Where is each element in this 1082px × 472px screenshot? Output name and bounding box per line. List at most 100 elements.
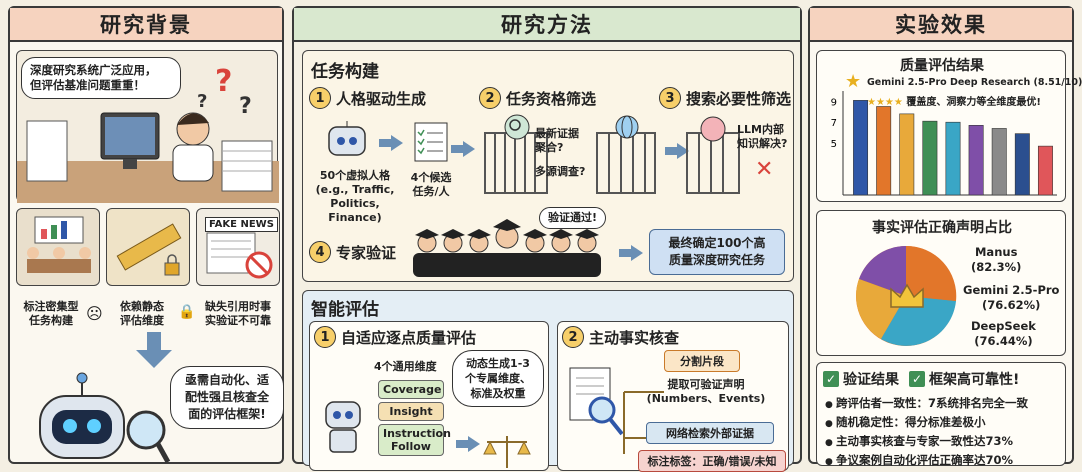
- pie-label-name: Manus: [974, 245, 1018, 259]
- results-column: 实验效果 质量评估结果 Gemini 2.5-Pro Deep Research…: [808, 6, 1082, 467]
- no-entry-icon: [206, 232, 273, 279]
- step-label: 任务资格筛选: [506, 89, 597, 108]
- verify-bullets: 跨评估者一致性：7系统排名完全一致 随机稳定性：得分标准差极小 主动事实核查与专…: [825, 395, 1028, 471]
- fake-news-text: FAKE NEWS: [205, 217, 278, 232]
- svg-text:?: ?: [239, 94, 252, 119]
- cross-icon: ✕: [755, 157, 774, 182]
- step-number: 2: [562, 326, 584, 348]
- robot-magnifier-icon: [39, 372, 171, 464]
- results-title: 实验效果: [810, 8, 1072, 42]
- quality-chart-panel: 质量评估结果 Gemini 2.5-Pro Deep Research (8.5…: [816, 50, 1082, 202]
- solution-bubble: 亟需自动化、适 配性强且核查全 面的评估框架!: [170, 366, 284, 429]
- robot-icon: [328, 121, 366, 156]
- pie-label-name: DeepSeek: [971, 319, 1036, 333]
- experts-group-icon: [413, 219, 601, 277]
- step-label: 人格驱动生成: [336, 89, 427, 108]
- top-system-note: ★★★★ 覆盖度、洞察力等全维度最优!: [867, 93, 1041, 108]
- bar: [853, 100, 869, 196]
- problem-bubble: 深度研究系统广泛应用， 但评估基准问题重重！: [21, 57, 181, 99]
- pie-label-name: Gemini 2.5-Pro: [963, 283, 1060, 297]
- star-badge-icon: ★: [845, 71, 862, 92]
- top-note-text: 覆盖度、洞察力等全维度最优!: [906, 97, 1041, 108]
- question-llm: LLM内部 知识解决?: [737, 123, 788, 150]
- search-step: 网络检索外部证据: [646, 422, 774, 444]
- dims-label: 4个通用维度: [374, 360, 437, 373]
- pie-label-value: (76.44%): [974, 334, 1033, 348]
- step-factcheck: 2 主动事实核查: [562, 326, 679, 348]
- step-number: 3: [659, 87, 681, 109]
- step-pointwise: 1 自适应逐点质量评估: [314, 326, 476, 348]
- background-title: 研究背景: [10, 8, 282, 42]
- document-search-icon: [569, 367, 624, 436]
- bar: [1037, 145, 1053, 196]
- fact-pie-panel: 事实评估正确声明占比 Manus (82.3%) Gemini 2.5-Pro …: [816, 210, 1066, 356]
- bar: [899, 113, 915, 196]
- step-number: 1: [309, 87, 331, 109]
- final-task-box: 最终确定100个高 质量深度研究任务: [649, 229, 785, 275]
- issue-label-annotation: 标注密集型 任务构建: [23, 300, 79, 327]
- pie-label-manus: Manus (82.3%): [971, 245, 1021, 275]
- step-persona: 1 人格驱动生成: [309, 87, 426, 109]
- pie-label-deepseek: DeepSeek (76.44%): [971, 319, 1036, 349]
- bar: [876, 106, 892, 196]
- issue-item-annotation: 标注密集型 任务构建 ☹: [16, 208, 103, 328]
- svg-text:?: ?: [197, 91, 207, 112]
- question-multisource: 多源调查?: [535, 165, 586, 178]
- bar: [991, 128, 1007, 196]
- svg-text:?: ?: [215, 64, 232, 99]
- pointwise-eval-panel: 1 自适应逐点质量评估 4个通用维度 Coverage Insight Inst…: [309, 321, 549, 471]
- step-label: 主动事实核查: [589, 328, 680, 347]
- bar: [922, 120, 938, 196]
- step-number: 4: [309, 241, 331, 263]
- bullet-item: 主动事实核查与专家一致性达73%: [825, 433, 1028, 452]
- researcher-illustration: ? ? ?: [17, 64, 279, 203]
- researcher-scene: ? ? ? 深度研究系统广泛应用， 但评估基准问题重重！: [16, 50, 279, 203]
- robot-icon: [325, 401, 361, 453]
- step-label: 搜索必要性筛选: [686, 89, 792, 108]
- gate-globe-icon: [596, 115, 656, 194]
- top-system-label: Gemini 2.5-Pro Deep Research (8.51/10): [867, 77, 1082, 88]
- verify-bubble: 验证通过!: [539, 207, 607, 229]
- evaluation-panel: 智能评估 1 自适应逐点质量评估 4个通用维度 Coverage Insight…: [302, 290, 794, 472]
- bar: [945, 121, 961, 196]
- verify-header: ✓ 验证结果 ✓ 框架高可靠性!: [823, 369, 1019, 389]
- step-number: 2: [479, 87, 501, 109]
- pie-label-gemini: Gemini 2.5-Pro (76.62%): [963, 283, 1059, 313]
- issue-label-citation: 缺失引用时事 实验证不可靠: [205, 300, 271, 327]
- dynamic-dims-bubble: 动态生成1-3 个专属维度、 标准及权重: [452, 350, 544, 407]
- background-column: 研究背景 ? ? ? 深度研究系统广泛应用， 但评估基准问题重重！: [8, 6, 284, 464]
- step-expert: 4 专家验证: [309, 241, 396, 263]
- task-construction-panel: 任务构建 1 人格驱动生成 2 任务资格筛选 3 搜索必要性筛选 50个虚拟人格: [302, 50, 794, 282]
- quality-title: 质量评估结果: [900, 58, 984, 74]
- y-tick-label: 7: [831, 118, 837, 129]
- issue-item-citation: FAKE NEWS 缺失引用时事 实验证不可靠: [196, 208, 280, 328]
- scale-icon: [483, 436, 531, 468]
- arrow-right-icon: [451, 141, 475, 157]
- lock-icon: 🔒: [178, 304, 196, 320]
- bullet-item: 随机稳定性：得分标准差极小: [825, 414, 1028, 433]
- label-step: 标注标签：正确/错误/未知: [638, 450, 786, 472]
- question-evidence: 最新证据 聚合?: [535, 127, 579, 154]
- crown-icon: [890, 283, 924, 308]
- pie-title: 事实评估正确声明占比: [872, 220, 1012, 236]
- gate-brain-icon: [686, 116, 740, 194]
- checklist-icon: [414, 122, 448, 162]
- extract-step: 提取可验证声明 (Numbers、Events): [646, 378, 766, 405]
- stars-icon: ★★★★: [867, 97, 903, 108]
- sad-face-icon: ☹: [86, 304, 103, 323]
- pie-label-value: (82.3%): [971, 260, 1022, 274]
- method-title: 研究方法: [294, 8, 800, 42]
- pie-label-value: (76.62%): [982, 298, 1041, 312]
- verify-title: 验证结果: [843, 372, 899, 388]
- down-arrow-icon: [136, 332, 172, 368]
- split-step: 分割片段: [664, 350, 740, 372]
- dim-instruction: Instruction Follow: [378, 424, 451, 456]
- arrow-right-icon: [456, 436, 480, 452]
- evaluation-title: 智能评估: [311, 300, 379, 320]
- candidate-text: 4个候选 任务/人: [410, 171, 452, 198]
- bar: [1014, 133, 1030, 196]
- y-tick-label: 9: [831, 97, 837, 108]
- checkbox-icon: ✓: [823, 371, 839, 387]
- fact-pie-chart: [856, 245, 957, 346]
- bar: [968, 125, 984, 196]
